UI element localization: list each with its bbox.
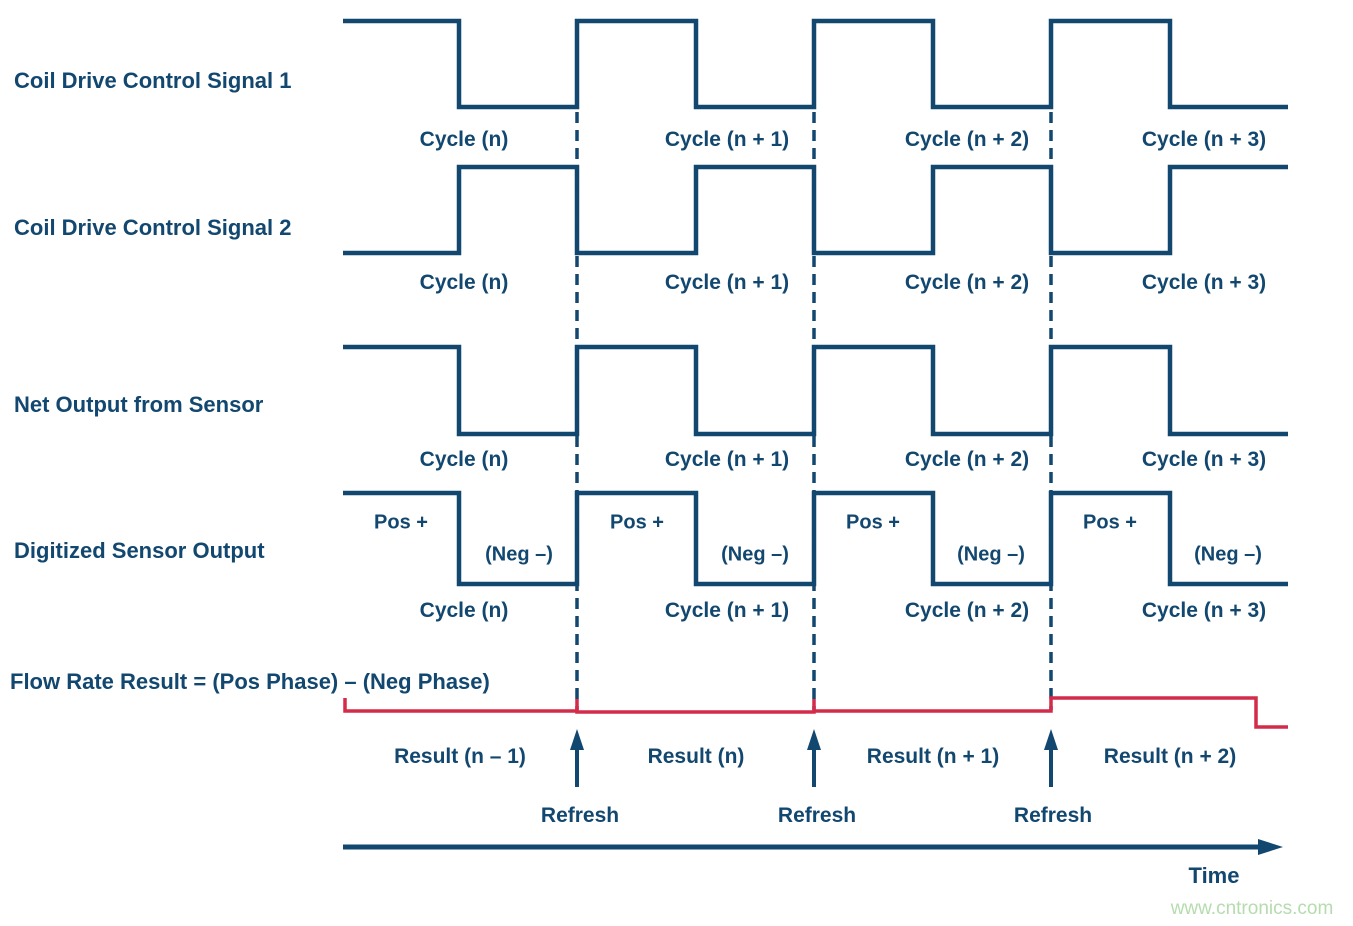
signal1-row-label: Coil Drive Control Signal 1 bbox=[14, 68, 292, 93]
cycle-label: Cycle (n + 2) bbox=[904, 599, 1030, 622]
result-label: Result (n) bbox=[647, 745, 745, 768]
cycle-label: Cycle (n + 3) bbox=[1141, 128, 1267, 151]
pos-phase-label: Pos + bbox=[610, 511, 664, 534]
flow-rate-result-line bbox=[343, 696, 1288, 729]
cycle-label: Cycle (n + 2) bbox=[904, 271, 1030, 294]
flow-rate-formula-label: Flow Rate Result = (Pos Phase) – (Neg Ph… bbox=[10, 669, 490, 694]
time-axis-label: Time bbox=[1188, 863, 1240, 888]
cycle-label: Cycle (n + 1) bbox=[664, 271, 790, 294]
neg-phase-label: (Neg –) bbox=[957, 543, 1025, 566]
neg-phase-label: (Neg –) bbox=[485, 543, 553, 566]
digitized-output-row-label: Digitized Sensor Output bbox=[14, 538, 265, 563]
cycle-label: Cycle (n + 1) bbox=[664, 128, 790, 151]
signal1-waveform bbox=[343, 18, 1288, 110]
cycle-label: Cycle (n + 2) bbox=[904, 128, 1030, 151]
net-output-row-label: Net Output from Sensor bbox=[14, 392, 264, 417]
digitized-output-waveform bbox=[343, 490, 1288, 587]
time-axis-arrowhead bbox=[1258, 839, 1283, 855]
refresh-label: Refresh bbox=[540, 804, 620, 827]
refresh-label: Refresh bbox=[1013, 804, 1093, 827]
cycle-label: Cycle (n + 3) bbox=[1141, 599, 1267, 622]
neg-phase-label: (Neg –) bbox=[1194, 543, 1262, 566]
refresh-arrowhead bbox=[807, 729, 821, 750]
neg-phase-label: (Neg –) bbox=[721, 543, 789, 566]
refresh-label: Refresh bbox=[777, 804, 857, 827]
cycle-label: Cycle (n) bbox=[419, 271, 509, 294]
cycle-label: Cycle (n) bbox=[419, 599, 509, 622]
cycle-label: Cycle (n + 1) bbox=[664, 448, 790, 471]
refresh-arrowhead bbox=[1044, 729, 1058, 750]
cycle-label: Cycle (n + 2) bbox=[904, 448, 1030, 471]
pos-phase-label: Pos + bbox=[1083, 511, 1137, 534]
cycle-label: Cycle (n + 3) bbox=[1141, 271, 1267, 294]
watermark: www.cntronics.com bbox=[1170, 898, 1334, 919]
cycle-label: Cycle (n + 3) bbox=[1141, 448, 1267, 471]
signal2-row-label: Coil Drive Control Signal 2 bbox=[14, 215, 292, 240]
cycle-label: Cycle (n) bbox=[419, 128, 509, 151]
cycle-label: Cycle (n + 1) bbox=[664, 599, 790, 622]
result-label: Result (n – 1) bbox=[394, 745, 526, 768]
result-label: Result (n + 2) bbox=[1103, 745, 1237, 768]
pos-phase-label: Pos + bbox=[846, 511, 900, 534]
result-label: Result (n + 1) bbox=[866, 745, 1000, 768]
cycle-label: Cycle (n) bbox=[419, 448, 509, 471]
pos-phase-label: Pos + bbox=[374, 511, 428, 534]
refresh-arrowhead bbox=[570, 729, 584, 750]
